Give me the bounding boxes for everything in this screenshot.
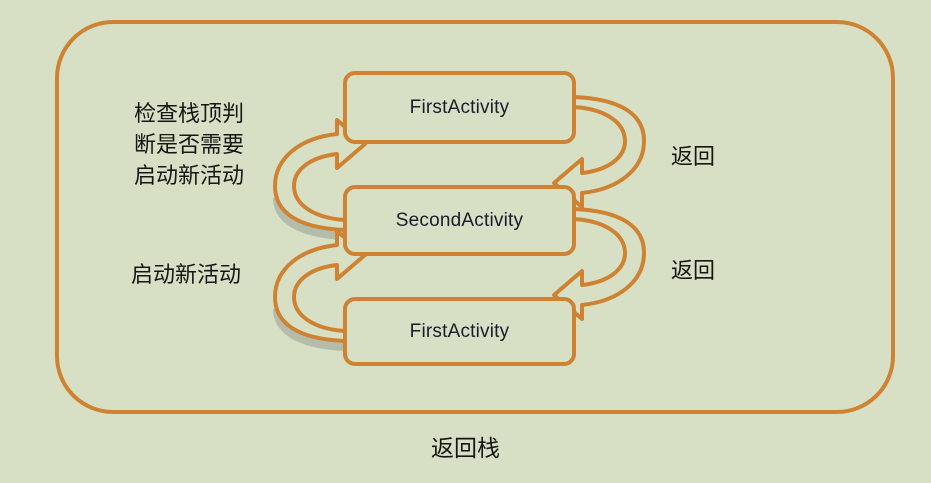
right-lower-arrow [552, 207, 646, 321]
activity-box-first-top[interactable]: FirstActivity [343, 71, 576, 144]
annotation-start-new-activity: 启动新活动 [131, 263, 242, 288]
annotation-return-bottom: 返回 [671, 259, 716, 284]
left-upper-arrow [273, 118, 367, 240]
activity-box-label: FirstActivity [409, 96, 510, 118]
activity-box-label: FirstActivity [409, 320, 510, 342]
back-stack-caption: 返回栈 [431, 436, 500, 462]
annotation-return-top: 返回 [671, 145, 716, 170]
activity-box-first-bottom[interactable]: FirstActivity [343, 297, 576, 366]
left-lower-arrow [273, 229, 367, 351]
right-upper-arrow [552, 95, 646, 209]
back-stack-outer-border [55, 20, 895, 414]
activity-box-label: SecondActivity [395, 209, 524, 231]
activity-box-second[interactable]: SecondActivity [343, 185, 576, 256]
annotation-check-stack-top: 检查栈顶判 断是否需要 启动新活动 [133, 102, 244, 189]
